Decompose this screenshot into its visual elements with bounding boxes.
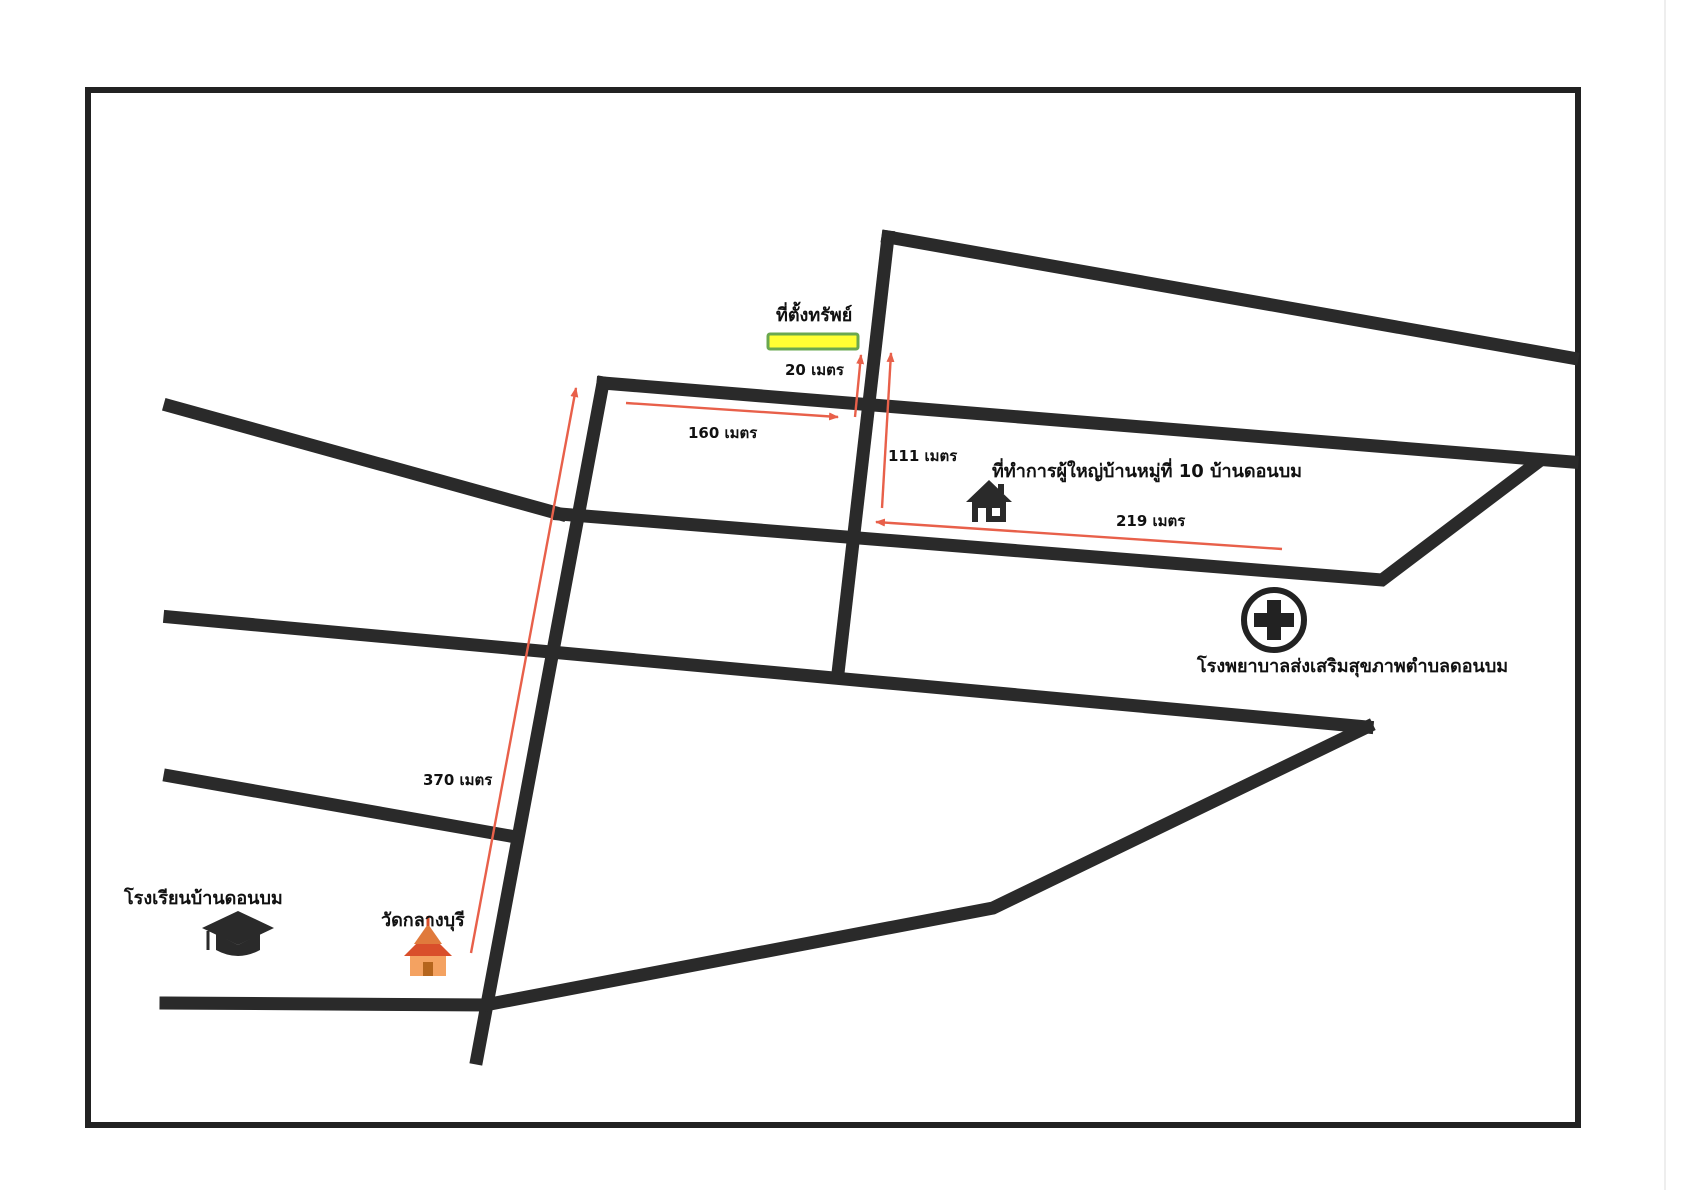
distance-label-20: 20 เมตร xyxy=(785,361,845,379)
route-arrow-219 xyxy=(875,518,1283,551)
road-bottom-left xyxy=(159,996,492,1012)
headman-office-label: ที่ทำการผู้ใหญ่บ้านหมู่ที่ 10 บ้านดอนบม xyxy=(992,458,1302,483)
road-vertical-right xyxy=(830,229,896,681)
road-lower-left xyxy=(162,768,518,844)
road-top-right-upper xyxy=(880,229,1580,366)
property-marker-icon xyxy=(766,332,860,351)
road-top-left xyxy=(162,398,568,522)
temple-label: วัดกลางบุรี xyxy=(381,910,465,932)
road-row-2 xyxy=(553,452,1548,587)
map-frame xyxy=(85,87,1581,1128)
road-bottom-diagonal xyxy=(477,718,1376,1013)
distance-label-370: 370 เมตร xyxy=(423,771,493,789)
page-edge xyxy=(1664,0,1666,1190)
hospital-cross-icon xyxy=(1241,587,1307,653)
road-row-3 xyxy=(162,609,1375,735)
route-arrow-20 xyxy=(853,354,865,418)
road-top-middle xyxy=(595,375,1580,470)
graduation-cap-icon xyxy=(202,911,274,956)
route-arrow-370 xyxy=(469,387,579,954)
hospital-label: โรงพยาบาลส่งเสริมสุขภาพตำบลดอนบม xyxy=(1196,655,1508,678)
distance-label-219: 219 เมตร xyxy=(1116,512,1186,530)
temple-icon xyxy=(404,916,452,976)
house-icon xyxy=(966,480,1012,522)
distance-label-111: 111 เมตร xyxy=(888,447,958,465)
road-network xyxy=(159,229,1580,1066)
school-label: โรงเรียนบ้านดอนบม xyxy=(123,887,283,909)
road-vertical-left xyxy=(469,375,611,1066)
property-label: ที่ตั้งทรัพย์ xyxy=(776,301,852,326)
route-arrow-111 xyxy=(880,352,895,509)
route-arrows xyxy=(469,352,1283,954)
route-arrow-160 xyxy=(625,401,839,421)
distance-label-160: 160 เมตร xyxy=(688,424,758,442)
